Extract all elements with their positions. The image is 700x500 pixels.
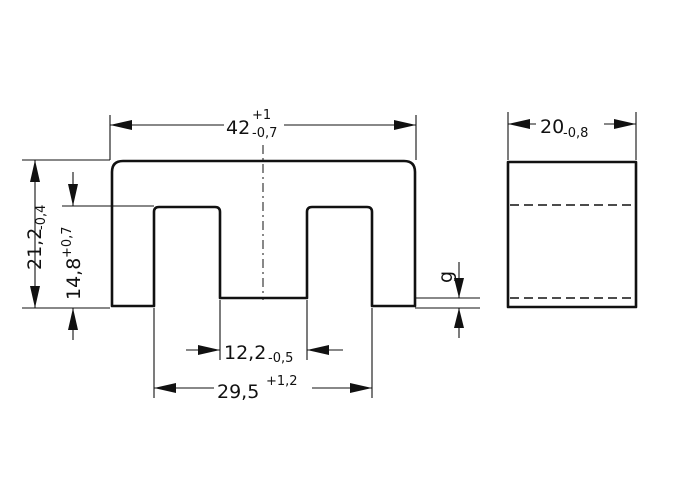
arrow-overall-width-right (394, 120, 416, 130)
arrow-gap-top (454, 278, 464, 298)
arrow-side-width-left (508, 119, 530, 129)
overall-width-tol-upper: +1 (252, 108, 271, 123)
overall-width-value: 42 (226, 117, 250, 139)
arrow-side-width-right (614, 119, 636, 129)
window-span-value: 29,5 (217, 381, 259, 403)
side-width-tol: -0,8 (563, 126, 588, 141)
air-gap-label: g (435, 271, 457, 283)
arrow-center-leg-left (198, 345, 220, 355)
arrow-window-span-left (154, 383, 176, 393)
e-core-front-outline (110, 159, 417, 308)
arrow-gap-bottom (454, 308, 464, 328)
arrow-window-height-top (68, 184, 78, 206)
total-height-tol: -0,4 (34, 205, 49, 230)
side-width-value: 20 (540, 116, 564, 138)
total-height-value: 21,2 (24, 228, 46, 270)
arrow-total-height-top (30, 160, 40, 182)
center-leg-tol: -0,5 (268, 351, 293, 366)
arrow-total-height-bottom (30, 286, 40, 308)
window-span-tol: +1,2 (266, 374, 298, 389)
arrow-center-leg-right (307, 345, 329, 355)
e-core-side-outline (506, 160, 638, 309)
arrow-window-span-right (350, 383, 372, 393)
overall-width-tol-lower: -0,7 (252, 126, 277, 141)
window-height-value: 14,8 (63, 258, 85, 300)
arrow-window-height-bottom (68, 308, 78, 330)
center-leg-value: 12,2 (224, 342, 266, 364)
window-height-tol: +0,7 (60, 226, 75, 258)
arrow-overall-width-left (110, 120, 132, 130)
